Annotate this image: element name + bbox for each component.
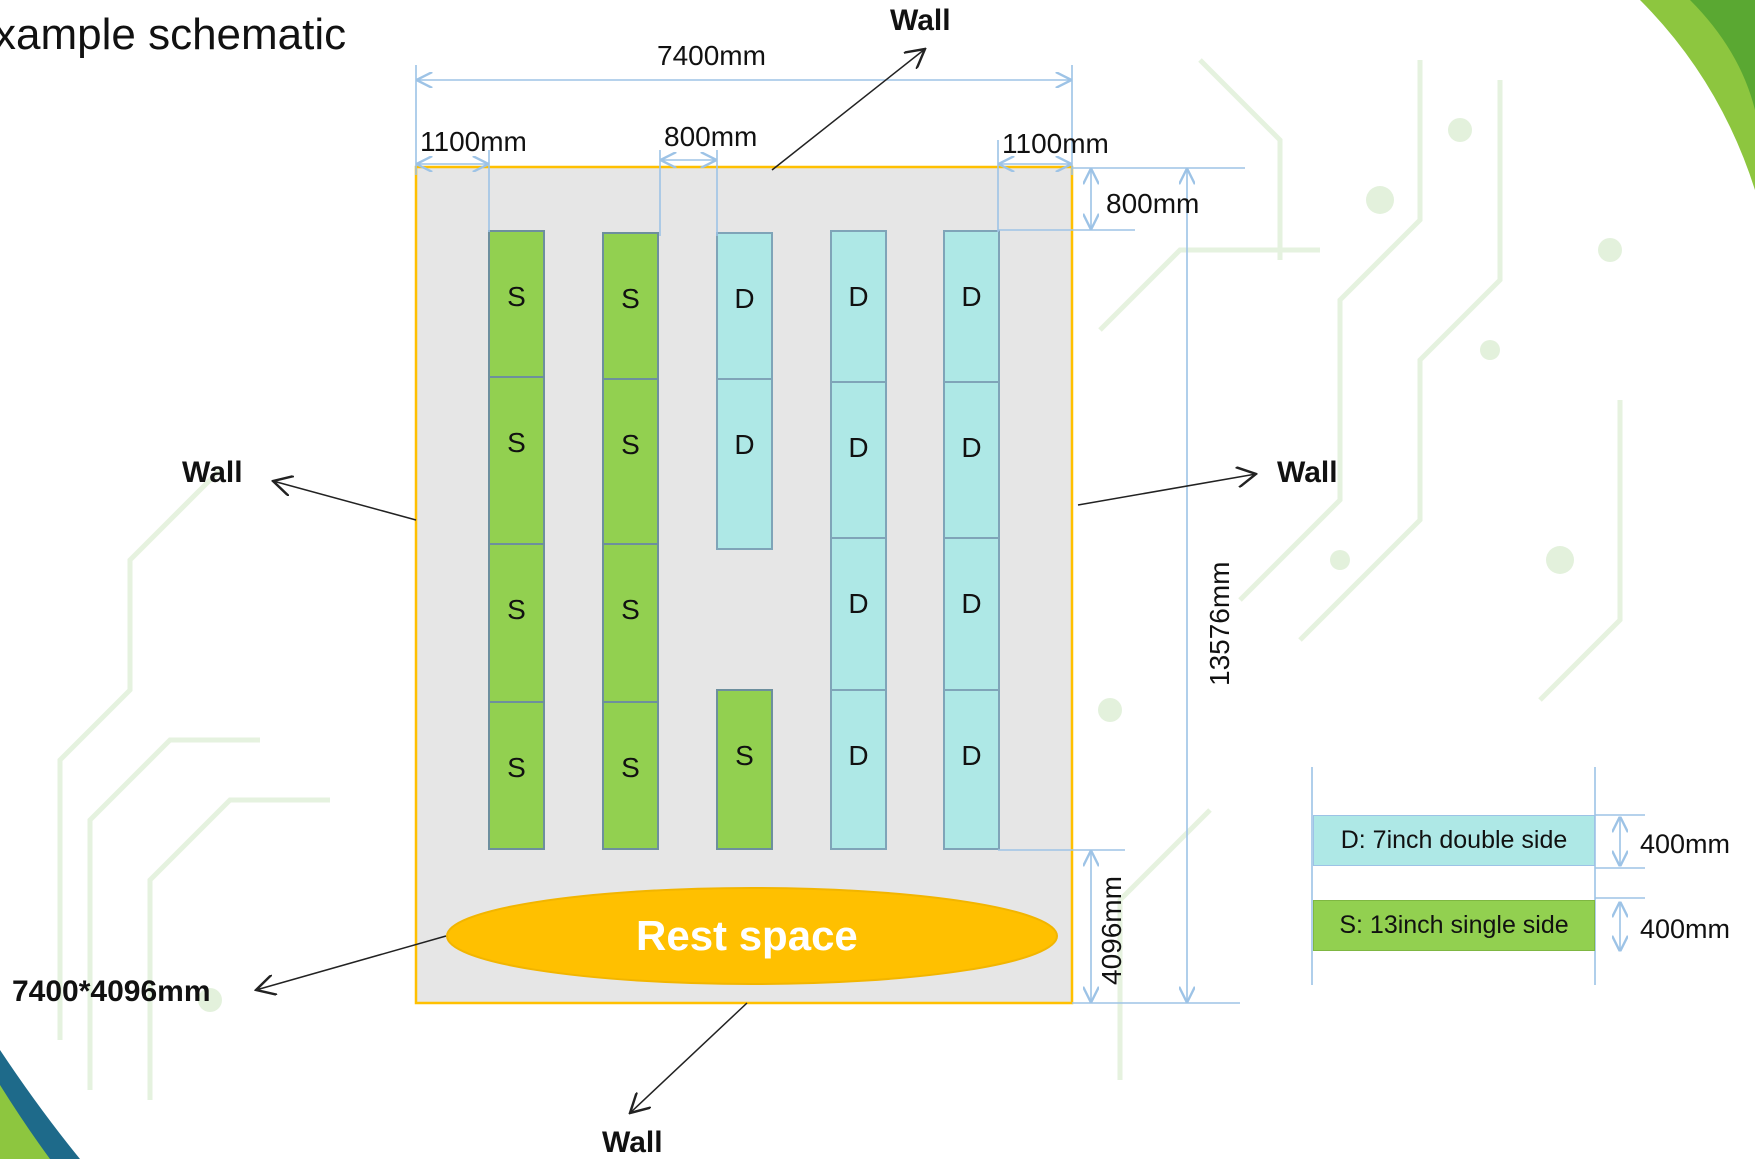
corner-accent-top-right bbox=[1640, 0, 1755, 190]
double-side-cabinet bbox=[943, 689, 1000, 850]
cabinet-label: S bbox=[507, 752, 526, 783]
top-margin-label: 800mm bbox=[1106, 188, 1200, 219]
double-side-cabinet bbox=[943, 230, 1000, 383]
cabinet-label: S bbox=[621, 429, 640, 460]
rest-space-size-label: 7400*4096mm bbox=[12, 975, 211, 1008]
cabinet-label: D bbox=[848, 281, 868, 312]
cabinet-label: S bbox=[507, 427, 526, 458]
dimension-lines bbox=[415, 65, 1645, 1004]
wall-right-label: Wall bbox=[1277, 456, 1338, 489]
aisle-width-label: 800mm bbox=[664, 121, 758, 152]
cabinet-label: S bbox=[621, 283, 640, 314]
double-side-cabinet bbox=[716, 378, 773, 550]
legend-double-side: D: 7inch double side bbox=[1313, 815, 1595, 866]
double-side-cabinet bbox=[830, 689, 887, 850]
cabinet-label: D bbox=[848, 740, 868, 771]
single-side-cabinet bbox=[488, 230, 545, 378]
legend-single-side: S: 13inch single side bbox=[1313, 900, 1595, 951]
cabinet-label: S bbox=[507, 281, 526, 312]
rest-height-label: 4096mm bbox=[1096, 876, 1127, 985]
cabinet-label: D bbox=[848, 432, 868, 463]
cabinet-label: D bbox=[848, 588, 868, 619]
single-side-cabinet bbox=[488, 543, 545, 703]
rest-space-label: Rest space bbox=[636, 912, 858, 959]
cabinet-label: S bbox=[507, 594, 526, 625]
legend-single-size: 400mm bbox=[1640, 914, 1731, 944]
double-side-cabinet bbox=[830, 230, 887, 383]
double-side-cabinet bbox=[943, 381, 1000, 539]
single-side-cabinet bbox=[602, 543, 659, 703]
wall-bottom-label: Wall bbox=[602, 1126, 663, 1159]
cabinet-label: S bbox=[735, 740, 754, 771]
wall-arrows bbox=[256, 49, 1256, 1113]
right-margin-label: 1100mm bbox=[1002, 128, 1109, 159]
single-side-cabinet bbox=[488, 376, 545, 545]
single-side-cabinet bbox=[488, 701, 545, 850]
circuit-dots bbox=[198, 118, 1622, 1012]
cabinet-grid: S S S S S S S S D D S D D D D D D D D bbox=[488, 230, 1000, 850]
cabinet-label: D bbox=[734, 283, 754, 314]
legend-double-size: 400mm bbox=[1640, 829, 1731, 859]
wall-left-label: Wall bbox=[182, 456, 243, 489]
cabinet-label: D bbox=[961, 281, 981, 312]
double-side-cabinet bbox=[943, 537, 1000, 691]
rest-space-ellipse bbox=[446, 887, 1058, 985]
cabinet-label: D bbox=[961, 432, 981, 463]
wall-top-label: Wall bbox=[890, 4, 951, 37]
total-width-label: 7400mm bbox=[657, 40, 766, 71]
double-side-cabinet bbox=[830, 381, 887, 539]
left-margin-label: 1100mm bbox=[420, 126, 527, 157]
cabinet-label: D bbox=[961, 740, 981, 771]
double-side-cabinet bbox=[716, 232, 773, 380]
cabinet-label: S bbox=[621, 594, 640, 625]
cabinet-label: S bbox=[621, 752, 640, 783]
single-side-cabinet bbox=[716, 689, 773, 850]
single-side-cabinet bbox=[602, 701, 659, 850]
legend-double-label: D: 7inch double side bbox=[1340, 826, 1568, 854]
page-title: xample schematic bbox=[0, 10, 347, 59]
legend-single-label: S: 13inch single side bbox=[1339, 911, 1569, 939]
cabinet-label: D bbox=[961, 588, 981, 619]
single-side-cabinet bbox=[602, 378, 659, 545]
cabinet-label: D bbox=[734, 429, 754, 460]
total-height-label: 13576mm bbox=[1204, 561, 1235, 686]
single-side-cabinet bbox=[602, 232, 659, 380]
